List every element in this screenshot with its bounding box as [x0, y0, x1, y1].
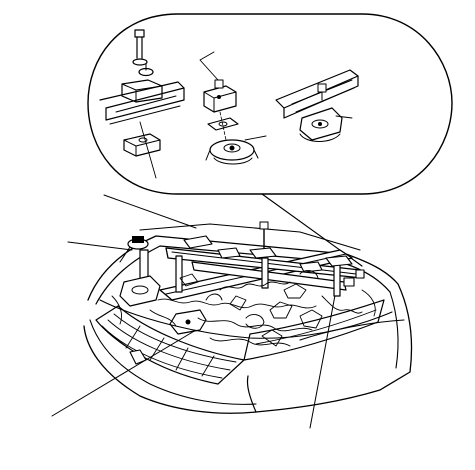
detail-callout-bubble — [87, 13, 453, 195]
bolt-and-rail-detail — [99, 29, 185, 179]
rail-mount-detail — [275, 69, 359, 142]
car-front-end — [83, 221, 413, 414]
center-bracket-detail — [199, 51, 267, 165]
